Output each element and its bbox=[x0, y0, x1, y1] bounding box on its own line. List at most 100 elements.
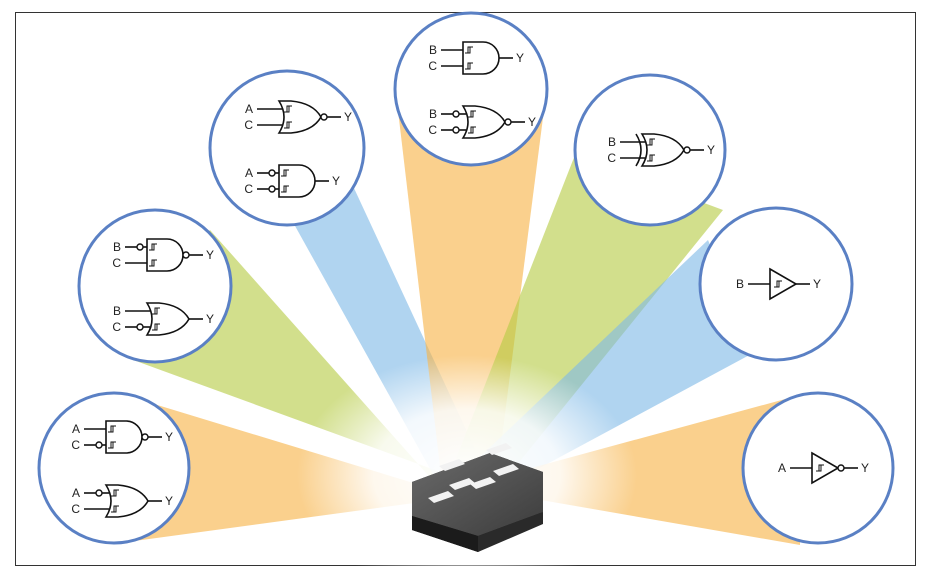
signal-label: B bbox=[113, 304, 121, 318]
inversion-bubble bbox=[141, 433, 149, 441]
signal-label: B bbox=[429, 43, 437, 57]
inversion-bubble bbox=[95, 441, 103, 449]
schmitt-trigger-icon bbox=[111, 489, 119, 497]
signal-label: Y bbox=[707, 143, 715, 157]
inversion-bubble bbox=[268, 169, 276, 177]
signal-label: C bbox=[71, 438, 80, 452]
gate-circle-outline bbox=[77, 208, 233, 364]
signal-label: A bbox=[778, 461, 786, 475]
schmitt-trigger-icon bbox=[284, 105, 292, 113]
gate-circle-outline bbox=[208, 69, 366, 227]
schmitt-trigger-icon bbox=[152, 323, 160, 331]
signal-label: B bbox=[736, 277, 744, 291]
schmitt-trigger-icon bbox=[468, 126, 476, 134]
schmitt-trigger-icon bbox=[152, 307, 160, 315]
inversion-bubble bbox=[452, 126, 460, 134]
signal-label: Y bbox=[165, 430, 173, 444]
signal-label: C bbox=[71, 502, 80, 516]
signal-label: Y bbox=[516, 51, 524, 65]
or-gate: AC Y bbox=[71, 484, 173, 518]
signal-label: C bbox=[112, 256, 121, 270]
schmitt-trigger-icon bbox=[108, 425, 116, 433]
signal-label: Y bbox=[206, 312, 214, 326]
signal-label: Y bbox=[165, 494, 173, 508]
and-gate-body bbox=[278, 164, 316, 198]
inversion-bubble bbox=[683, 146, 691, 154]
signal-label: C bbox=[244, 118, 253, 132]
schmitt-trigger-icon bbox=[647, 138, 655, 146]
inversion-bubble bbox=[837, 464, 845, 472]
inversion-bubble bbox=[268, 185, 276, 193]
chip-pad bbox=[486, 443, 512, 455]
inversion-bubble bbox=[136, 243, 144, 251]
signal-label: C bbox=[428, 59, 437, 73]
schmitt-trigger-icon bbox=[816, 464, 824, 472]
signal-label: Y bbox=[332, 174, 340, 188]
signal-label: B bbox=[429, 107, 437, 121]
xnor-gate: BCY bbox=[607, 133, 715, 167]
signal-label: B bbox=[608, 135, 616, 149]
nand-gate: AC Y bbox=[71, 420, 173, 454]
gate-circle-outline bbox=[393, 11, 549, 167]
chip-pad bbox=[439, 459, 465, 471]
signal-label: Y bbox=[813, 277, 821, 291]
gate-circle-outline bbox=[37, 391, 191, 545]
signal-label: Y bbox=[206, 248, 214, 262]
schmitt-trigger-icon bbox=[465, 46, 473, 54]
buffer-gate-body bbox=[769, 267, 798, 301]
and-gate: AC Y bbox=[244, 164, 340, 198]
schmitt-trigger-icon bbox=[149, 243, 157, 251]
signal-label: A bbox=[72, 422, 80, 436]
nand-gate: BC Y bbox=[112, 238, 214, 272]
schmitt-trigger-icon bbox=[149, 259, 157, 267]
chip-pad bbox=[493, 464, 519, 476]
inverter-gate-body bbox=[811, 451, 840, 485]
schmitt-trigger-icon bbox=[108, 441, 116, 449]
inversion-bubble bbox=[182, 251, 190, 259]
chip-pad bbox=[470, 477, 496, 489]
nor-gate: BC Y bbox=[428, 105, 536, 139]
chip-pad bbox=[428, 491, 454, 503]
schmitt-trigger-icon bbox=[465, 62, 473, 70]
circle-upper-right: BCY bbox=[573, 73, 727, 227]
signal-label: C bbox=[112, 320, 121, 334]
inversion-bubble bbox=[95, 489, 103, 497]
signal-label: B bbox=[113, 240, 121, 254]
signal-label: Y bbox=[861, 461, 869, 475]
and-gate: BC Y bbox=[428, 41, 524, 75]
inversion-bubble bbox=[320, 113, 328, 121]
signal-label: A bbox=[72, 486, 80, 500]
schmitt-trigger-icon bbox=[774, 280, 782, 288]
signal-label: A bbox=[245, 166, 253, 180]
signal-label: C bbox=[244, 182, 253, 196]
inversion-bubble bbox=[504, 118, 512, 126]
schmitt-trigger-icon bbox=[281, 169, 289, 177]
schmitt-trigger-icon bbox=[281, 185, 289, 193]
inversion-bubble bbox=[452, 110, 460, 118]
signal-label: C bbox=[428, 123, 437, 137]
schmitt-trigger-icon bbox=[468, 110, 476, 118]
chip-pad bbox=[449, 478, 475, 490]
or-gate: BC Y bbox=[112, 302, 214, 336]
chip-package bbox=[412, 443, 543, 552]
signal-label: Y bbox=[344, 110, 352, 124]
signal-label: A bbox=[245, 102, 253, 116]
nor-gate: AC Y bbox=[244, 100, 352, 134]
schmitt-trigger-icon bbox=[111, 505, 119, 513]
chip-pads bbox=[428, 443, 519, 503]
schmitt-trigger-icon bbox=[647, 154, 655, 162]
inversion-bubble bbox=[136, 323, 144, 331]
signal-label: Y bbox=[528, 115, 536, 129]
and-gate-body bbox=[462, 41, 500, 75]
schmitt-trigger-icon bbox=[284, 121, 292, 129]
